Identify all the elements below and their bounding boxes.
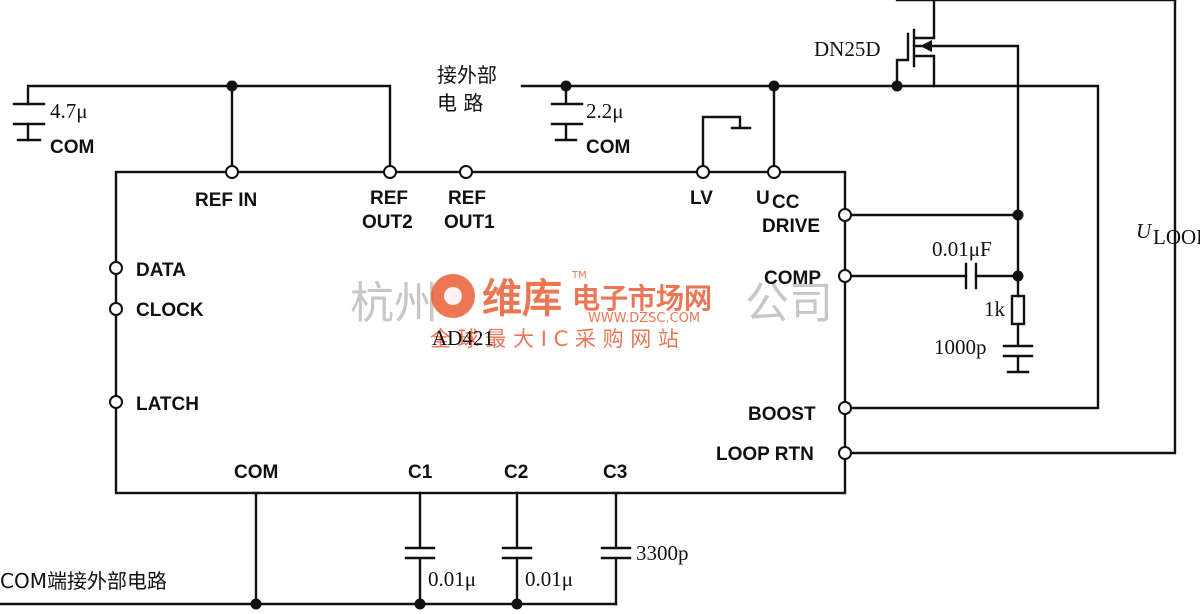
c2-cap-value: 0.01μ — [525, 567, 573, 591]
ref-capacitor: 4.7μ COM — [12, 80, 392, 174]
pin-label-ucc-sub: CC — [772, 192, 800, 213]
c1-cap-value: 0.01μ — [428, 567, 476, 591]
loop-label-sub: LOOP — [1153, 225, 1200, 249]
ucc-cap-gnd: COM — [586, 137, 630, 158]
pin-label-boost: BOOST — [748, 404, 816, 425]
pin-label-loop-rtn: LOOP RTN — [716, 444, 814, 465]
comp-cap-value: 0.01μF — [932, 237, 992, 261]
ref-cap-gnd: COM — [50, 137, 94, 158]
pin-label-data: DATA — [136, 260, 186, 281]
lv-wire — [701, 115, 752, 174]
watermark-right-text: 公司 — [745, 278, 833, 329]
ucc-rail: 2.2μ COM — [520, 80, 1100, 410]
pin-labels: REF IN REF OUT2 REF OUT1 LV U CC DRIVE C… — [136, 188, 821, 483]
pin-label-lv: LV — [690, 188, 713, 209]
external-circuit-line2: 电 路 — [437, 91, 483, 115]
external-circuit-line1: 接外部 — [437, 63, 497, 87]
pin-label-ref-out2-a: REF — [370, 188, 408, 209]
pin-latch — [109, 395, 123, 409]
watermark-market: 电子市场网 — [572, 282, 712, 315]
pin-boost — [838, 401, 852, 415]
pin-ref-out2 — [383, 165, 397, 179]
com-bus: 0.01μ 0.01μ 3300p COM端接外部电路 — [0, 491, 689, 610]
watermark-slogan: 全 球 最 大 I C 采 购 网 站 — [430, 327, 679, 351]
pin-label-comp: COMP — [764, 268, 821, 289]
watermark-left-text: 杭州 — [350, 278, 438, 329]
pin-ref-out1 — [459, 165, 473, 179]
pin-lv — [696, 165, 710, 179]
ref-cap-value: 4.7μ — [50, 99, 88, 123]
pin-loop-rtn — [838, 446, 852, 460]
pin-ref-in — [225, 165, 239, 179]
pin-label-ref-out2-b: OUT2 — [362, 212, 413, 233]
comp-res-value: 1k — [984, 297, 1006, 321]
watermark-brand: 维库 — [482, 276, 562, 322]
c3-cap-value: 3300p — [636, 541, 689, 565]
watermark: 杭州 公司 维库 电子市场网 WWW.DZSC.COM TM 全 球 最 大 I… — [350, 270, 833, 351]
transistor-label: DN25D — [814, 37, 881, 61]
chip-pins — [109, 165, 852, 460]
pin-data — [109, 261, 123, 275]
pin-clock — [109, 302, 123, 316]
pin-label-c1: C1 — [408, 462, 433, 483]
watermark-url: WWW.DZSC.COM — [588, 311, 700, 326]
loop-label-main: U — [1136, 219, 1153, 243]
watermark-tm: TM — [571, 270, 587, 281]
pin-drive — [838, 208, 852, 222]
pin-label-clock: CLOCK — [136, 300, 204, 321]
ucc-cap-value: 2.2μ — [586, 99, 624, 123]
pin-label-ref-in: REF IN — [195, 190, 257, 211]
pin-label-c3: C3 — [603, 462, 627, 483]
pin-label-c2: C2 — [504, 462, 528, 483]
chip-name: AD421 — [432, 326, 494, 350]
pin-ucc — [767, 165, 781, 179]
loop-wire — [843, 0, 1177, 455]
comp-gnd-cap-value: 1000p — [934, 335, 987, 359]
transistor-dn25d: DN25D — [814, 0, 1177, 217]
compensation-network: 0.01μF 1k 1000p — [843, 209, 1034, 374]
pin-label-ref-out1-a: REF — [448, 188, 486, 209]
com-line-label: COM端接外部电路 — [0, 569, 167, 593]
pin-label-com: COM — [234, 462, 278, 483]
pin-label-ucc: U — [756, 188, 770, 209]
chip-body — [114, 170, 847, 495]
pin-label-ref-out1-b: OUT1 — [444, 212, 495, 233]
pin-label-drive: DRIVE — [762, 216, 820, 237]
pin-label-latch: LATCH — [136, 394, 199, 415]
pin-comp — [838, 269, 852, 283]
